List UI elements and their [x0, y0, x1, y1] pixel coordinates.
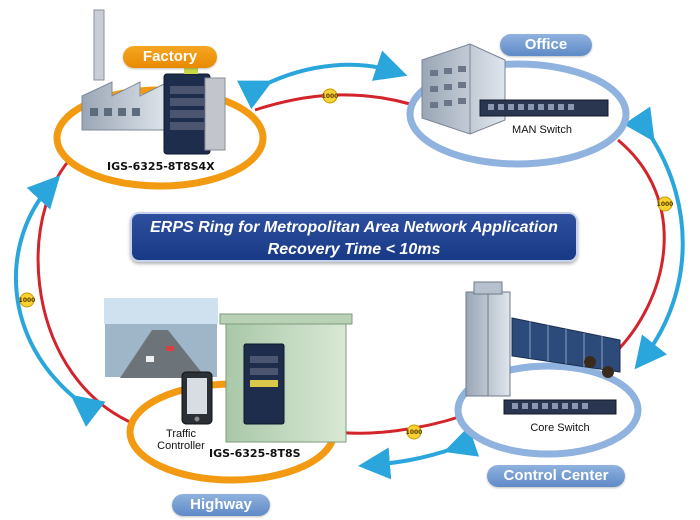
svg-text:1000: 1000	[657, 201, 674, 208]
banner-subtitle: Recovery Time < 10ms	[267, 241, 441, 258]
device-label-man-switch: MAN Switch	[512, 124, 572, 136]
site-label-office: Office	[500, 34, 592, 56]
arrow-bottom	[358, 426, 480, 480]
device-label-traffic-controller: Traffic Controller	[157, 428, 205, 452]
svg-text:1000: 1000	[322, 93, 339, 100]
site-label-factory: Factory	[123, 46, 217, 68]
factory-building-icon	[81, 9, 169, 131]
traffic-controller-keypad-icon	[181, 371, 213, 425]
link-highway-factory	[36, 146, 131, 424]
banner-title: ERPS Ring for Metropolitan Area Network …	[150, 219, 558, 236]
link-speed-badge-left: 1000	[19, 292, 36, 308]
highway-traffic-photo	[103, 297, 219, 379]
svg-text:1000: 1000	[406, 429, 423, 436]
control-center-tower-icon	[465, 281, 511, 397]
redundancy-arrows	[14, 50, 685, 480]
link-speed-badge-bottom: 1000	[406, 424, 423, 440]
arrow-right	[623, 106, 685, 370]
roadside-cabinet-icon	[219, 313, 353, 443]
link-core-highway	[337, 414, 463, 435]
site-label-highway: Highway	[172, 494, 270, 516]
site-label-control-center: Control Center	[487, 465, 625, 487]
arrow-left	[14, 175, 106, 427]
erps-title-banner: ERPS Ring for Metropolitan Area Network …	[130, 212, 578, 262]
industrial-switch-icon	[163, 68, 226, 155]
device-label-factory-switch: IGS-6325-8T8S4X	[107, 160, 215, 173]
video-wall-icon	[511, 317, 621, 378]
device-label-core-switch: Core Switch	[530, 422, 590, 434]
office-building-icon	[421, 43, 506, 135]
device-label-highway-switch: IGS-6325-8T8S	[209, 447, 301, 460]
man-switch-device-icon	[479, 99, 609, 117]
svg-text:1000: 1000	[19, 297, 36, 304]
core-switch-device-icon	[503, 399, 617, 415]
link-speed-badge-top: 1000	[322, 88, 339, 104]
link-office-core	[610, 138, 666, 358]
arrow-top	[236, 50, 408, 110]
link-speed-badge-right: 1000	[657, 196, 674, 212]
